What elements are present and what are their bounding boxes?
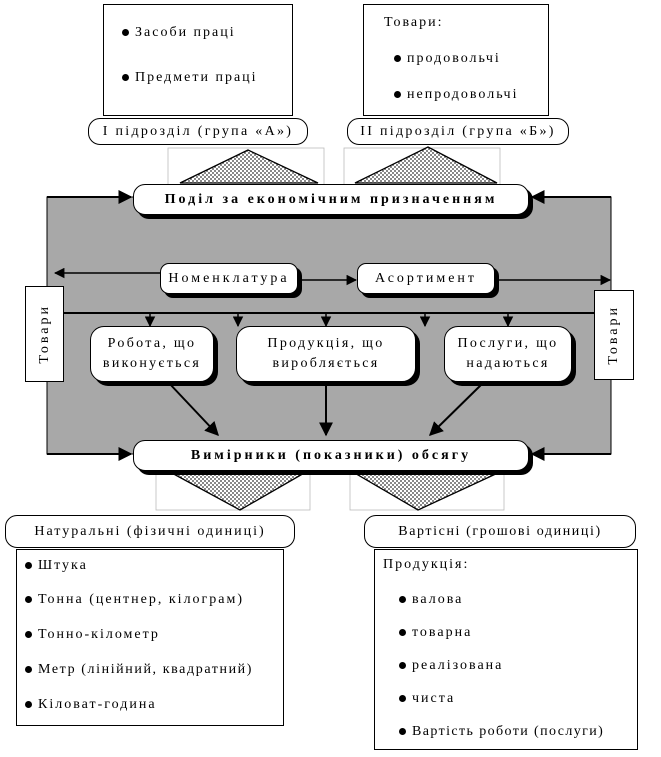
box-means-of-labor: Засоби праці Предмети праці xyxy=(103,4,293,116)
list-item: Кіловат-година xyxy=(25,697,157,713)
list-item: товарна xyxy=(399,625,472,641)
bullet-icon xyxy=(25,701,32,709)
list-item: реалізована xyxy=(399,658,503,674)
triangle-left-bottom xyxy=(169,471,309,511)
nomenclature-box: Номенклатура xyxy=(160,263,298,294)
value-subtitle: Продукція: xyxy=(383,557,470,572)
natural-list-box: Штука Тонна (центнер, кілограм) Тонно-кі… xyxy=(16,549,284,726)
bullet-icon xyxy=(122,29,129,37)
measures-box: Вимірники (показники) обсягу xyxy=(133,440,529,471)
production-box: Продукція, що виробляється xyxy=(236,326,416,382)
bullet-icon xyxy=(399,695,406,703)
value-title: Вартісні (грошові одиниці) xyxy=(364,515,636,548)
services-box: Послуги, що надаються xyxy=(444,326,572,382)
list-item: непродовольчі xyxy=(394,87,518,103)
list-item: Вартість роботи (послуги) xyxy=(399,724,604,740)
bullet-icon xyxy=(25,631,32,639)
list-item: Штука xyxy=(25,558,88,574)
assortment-box: Асортимент xyxy=(357,263,495,294)
bullet-icon xyxy=(394,55,401,63)
side-goods-left: Товари xyxy=(25,286,64,382)
triangle-left-top xyxy=(179,149,319,184)
triangle-right-bottom xyxy=(350,471,501,511)
side-goods-right: Товари xyxy=(594,290,634,380)
triangle-right-top xyxy=(354,146,498,184)
bullet-icon xyxy=(399,596,406,604)
list-item: Засоби праці xyxy=(122,25,236,41)
list-item: чиста xyxy=(399,691,455,707)
bullet-icon xyxy=(399,629,406,637)
bullet-icon xyxy=(25,666,32,674)
list-item: Тонна (центнер, кілограм) xyxy=(25,592,244,608)
list-item: Предмети праці xyxy=(122,70,258,86)
goods-title: Товари: xyxy=(384,15,444,30)
bullet-icon xyxy=(399,662,406,670)
bullet-icon xyxy=(394,91,401,99)
bullet-icon xyxy=(25,562,32,570)
label-subdivision-a: І підрозділ (група «А») xyxy=(88,118,308,145)
bullet-icon xyxy=(25,596,32,604)
division-box: Поділ за економічним призначенням xyxy=(133,184,529,215)
natural-title: Натуральні (фізичні одиниці) xyxy=(5,515,295,548)
list-item: Метр (лінійний, квадратний) xyxy=(25,662,253,678)
list-item: валова xyxy=(399,592,463,608)
list-item: продовольчі xyxy=(394,51,501,67)
box-goods: Товари: продовольчі непродовольчі xyxy=(363,4,549,116)
label-subdivision-b: ІІ підрозділ (група «Б») xyxy=(347,118,569,145)
bullet-icon xyxy=(399,728,406,736)
bullet-icon xyxy=(122,74,129,82)
list-item: Тонно-кілометр xyxy=(25,627,160,643)
value-list-box: Продукція: валова товарна реалізована чи… xyxy=(374,549,638,750)
work-box: Робота, що виконується xyxy=(90,326,214,382)
